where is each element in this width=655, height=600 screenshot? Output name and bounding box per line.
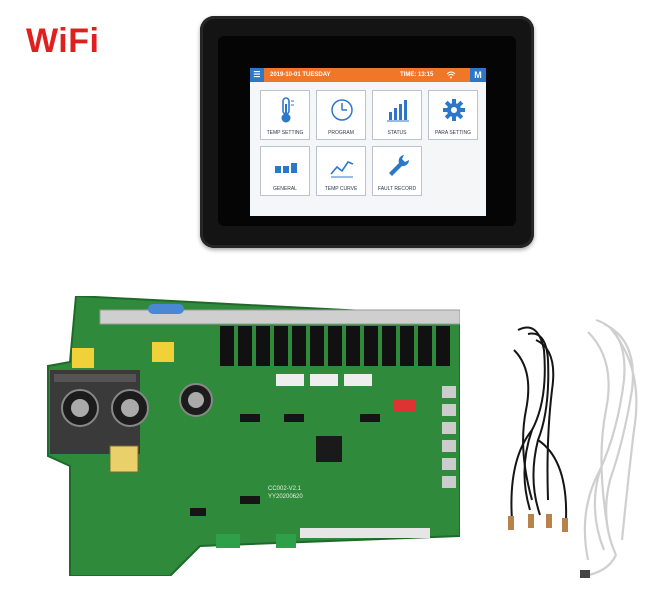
line-chart-icon	[330, 161, 354, 178]
wifi-icon	[446, 71, 456, 79]
tile-temp-setting[interactable]: TEMP SETTING	[260, 90, 310, 140]
gear-icon	[443, 99, 465, 121]
tile-label: FAULT RECORD	[377, 186, 417, 192]
cables-illustration	[508, 318, 638, 578]
tile-program[interactable]: PROGRAM	[316, 90, 366, 140]
white-cable	[583, 318, 638, 578]
tile-label: TEMP CURVE	[324, 186, 358, 192]
screen-topbar: ☰ 2019-10-01 TUESDAY TIME: 13:15 M	[250, 68, 486, 82]
thermometer-icon	[281, 97, 294, 123]
tile-label: PROGRAM	[328, 130, 354, 136]
tile-label: STATUS	[387, 130, 407, 136]
blocks-icon	[275, 163, 297, 173]
tile-label: GENERAL	[273, 186, 297, 192]
tile-label: TEMP SETTING	[266, 130, 304, 136]
tile-status[interactable]: STATUS	[372, 90, 422, 140]
sensor-cables	[488, 310, 648, 590]
pcb-illustration: CC002-V2.1 YY20200620	[47, 294, 461, 577]
menu-button[interactable]: ☰	[250, 68, 264, 82]
date-display: 2019-10-01 TUESDAY	[270, 72, 331, 78]
tile-label: PARA SETTING	[434, 130, 472, 136]
time-display: TIME: 13:15	[400, 72, 434, 78]
controller-screen: ☰ 2019-10-01 TUESDAY TIME: 13:15 M TEMP …	[250, 68, 486, 216]
tile-fault-record[interactable]: FAULT RECORD	[372, 146, 422, 196]
clock-icon	[331, 99, 353, 121]
menu-icon: ☰	[253, 70, 261, 79]
tile-general[interactable]: GENERAL	[260, 146, 310, 196]
bar-chart-icon	[387, 100, 409, 122]
controller-pcb-board: CC002-V2.1 YY20200620	[40, 294, 461, 577]
touch-controller: ☰ 2019-10-01 TUESDAY TIME: 13:15 M TEMP …	[200, 16, 534, 248]
tile-temp-curve[interactable]: TEMP CURVE	[316, 146, 366, 196]
pcb-silkscreen-model: CC002-V2.1	[268, 486, 302, 492]
mode-button[interactable]: M	[470, 68, 486, 82]
black-sensor-cable	[510, 326, 568, 521]
wrench-icon	[389, 155, 410, 176]
tile-para-setting[interactable]: PARA SETTING	[428, 90, 478, 140]
wifi-badge-label: WiFi	[26, 22, 100, 60]
pcb-silkscreen-date: YY20200620	[268, 494, 303, 500]
